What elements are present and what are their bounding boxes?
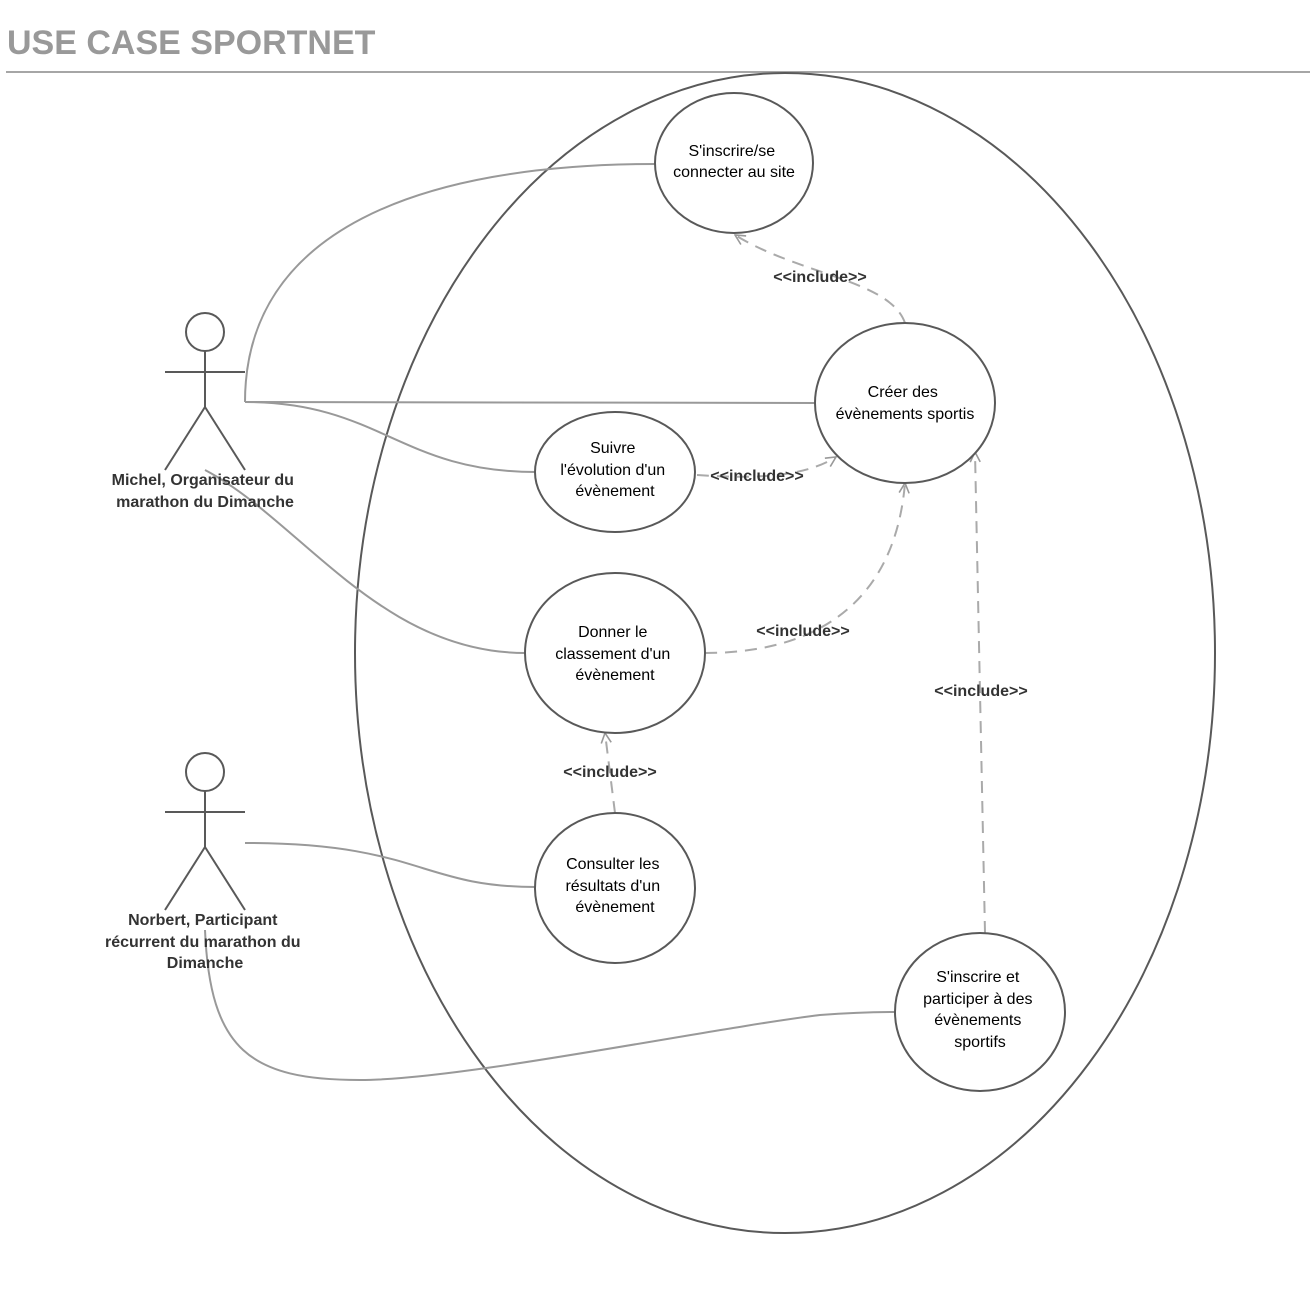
association-michel-login [244, 163, 657, 403]
system-boundary [354, 72, 1216, 1234]
label-line: Suivre [590, 440, 635, 457]
use-case-label: Suivre l'évolution d'un évènement [560, 440, 669, 500]
label-line: S'inscrire/se [688, 143, 775, 160]
association-michel-ranking [204, 469, 526, 654]
include-label: <<include>> [934, 683, 1027, 700]
use-case-ellipse [534, 411, 696, 533]
actor-michel[interactable]: Michel, Organisateur du marathon du Dima… [112, 312, 299, 511]
include-label: <<include>> [563, 764, 656, 781]
label-line: participer à des [923, 991, 1032, 1008]
label-line: Michel, Organisateur du [112, 472, 294, 489]
use-case-create-events[interactable]: Créer des évènements sportis [814, 322, 996, 484]
stick-figure-icon [164, 752, 246, 911]
include-create-login [735, 235, 906, 324]
association-norbert-participate [204, 929, 896, 1082]
include-label: <<include>> [756, 623, 849, 640]
label-line: S'inscrire et [936, 969, 1020, 986]
include-ranking-create [704, 483, 905, 654]
use-case-login[interactable]: S'inscrire/se connecter au site [654, 92, 814, 234]
label-line: connecter au site [673, 164, 795, 181]
label-line: Consulter les [566, 856, 659, 873]
title-divider [6, 71, 1310, 73]
page-title: USE CASE SPORTNET [7, 24, 376, 62]
label-line: évènements sportis [836, 406, 975, 423]
stick-figure-icon [164, 312, 246, 471]
label-line: récurrent du marathon du [105, 934, 301, 951]
label-line: résultats d'un [565, 878, 660, 895]
use-case-label: S'inscrire et participer à des évènement… [923, 969, 1037, 1051]
label-line: évènements [934, 1012, 1021, 1029]
include-relations [605, 235, 986, 934]
include-label: <<include>> [710, 468, 803, 485]
use-case-ranking[interactable]: Donner le classement d'un évènement [524, 572, 706, 734]
actor-norbert[interactable]: Norbert, Participant récurrent du marath… [105, 752, 305, 972]
label-line: évènement [575, 667, 655, 684]
actor-label: Michel, Organisateur du marathon du Dima… [112, 472, 299, 511]
use-case-ellipse [524, 572, 706, 734]
include-participate-create [975, 452, 986, 934]
association-michel-follow [244, 401, 537, 473]
label-line: classement d'un [555, 646, 670, 663]
label-line: l'évolution d'un [560, 462, 665, 479]
use-case-results[interactable]: Consulter les résultats d'un évènement [534, 812, 696, 964]
use-case-label: Consulter les résultats d'un évènement [565, 856, 664, 916]
use-case-participate[interactable]: S'inscrire et participer à des évènement… [894, 932, 1066, 1092]
label-line: sportifs [954, 1034, 1006, 1051]
use-case-ellipse [654, 92, 814, 234]
label-line: Créer des [868, 384, 938, 401]
label-line: Dimanche [167, 955, 244, 972]
label-line: Donner le [578, 624, 647, 641]
include-label: <<include>> [773, 269, 866, 286]
use-case-ellipse [894, 932, 1066, 1092]
include-follow-create [696, 457, 836, 478]
label-line: Norbert, Participant [128, 912, 278, 929]
association-michel-create [244, 401, 817, 404]
label-line: marathon du Dimanche [116, 494, 294, 511]
use-case-label: S'inscrire/se connecter au site [673, 143, 795, 181]
include-results-ranking [605, 733, 616, 814]
use-case-follow-event[interactable]: Suivre l'évolution d'un évènement [534, 411, 696, 533]
use-case-label: Créer des évènements sportis [836, 384, 975, 423]
actor-label: Norbert, Participant récurrent du marath… [105, 912, 305, 972]
include-labels: <<include>> <<include>> <<include>> <<in… [563, 269, 1027, 781]
label-line: évènement [575, 899, 655, 916]
associations [204, 163, 896, 1082]
label-line: évènement [575, 483, 655, 500]
use-case-ellipse [534, 812, 696, 964]
use-case-label: Donner le classement d'un évènement [555, 624, 675, 684]
use-case-ellipse [814, 322, 996, 484]
association-norbert-results [244, 842, 537, 888]
